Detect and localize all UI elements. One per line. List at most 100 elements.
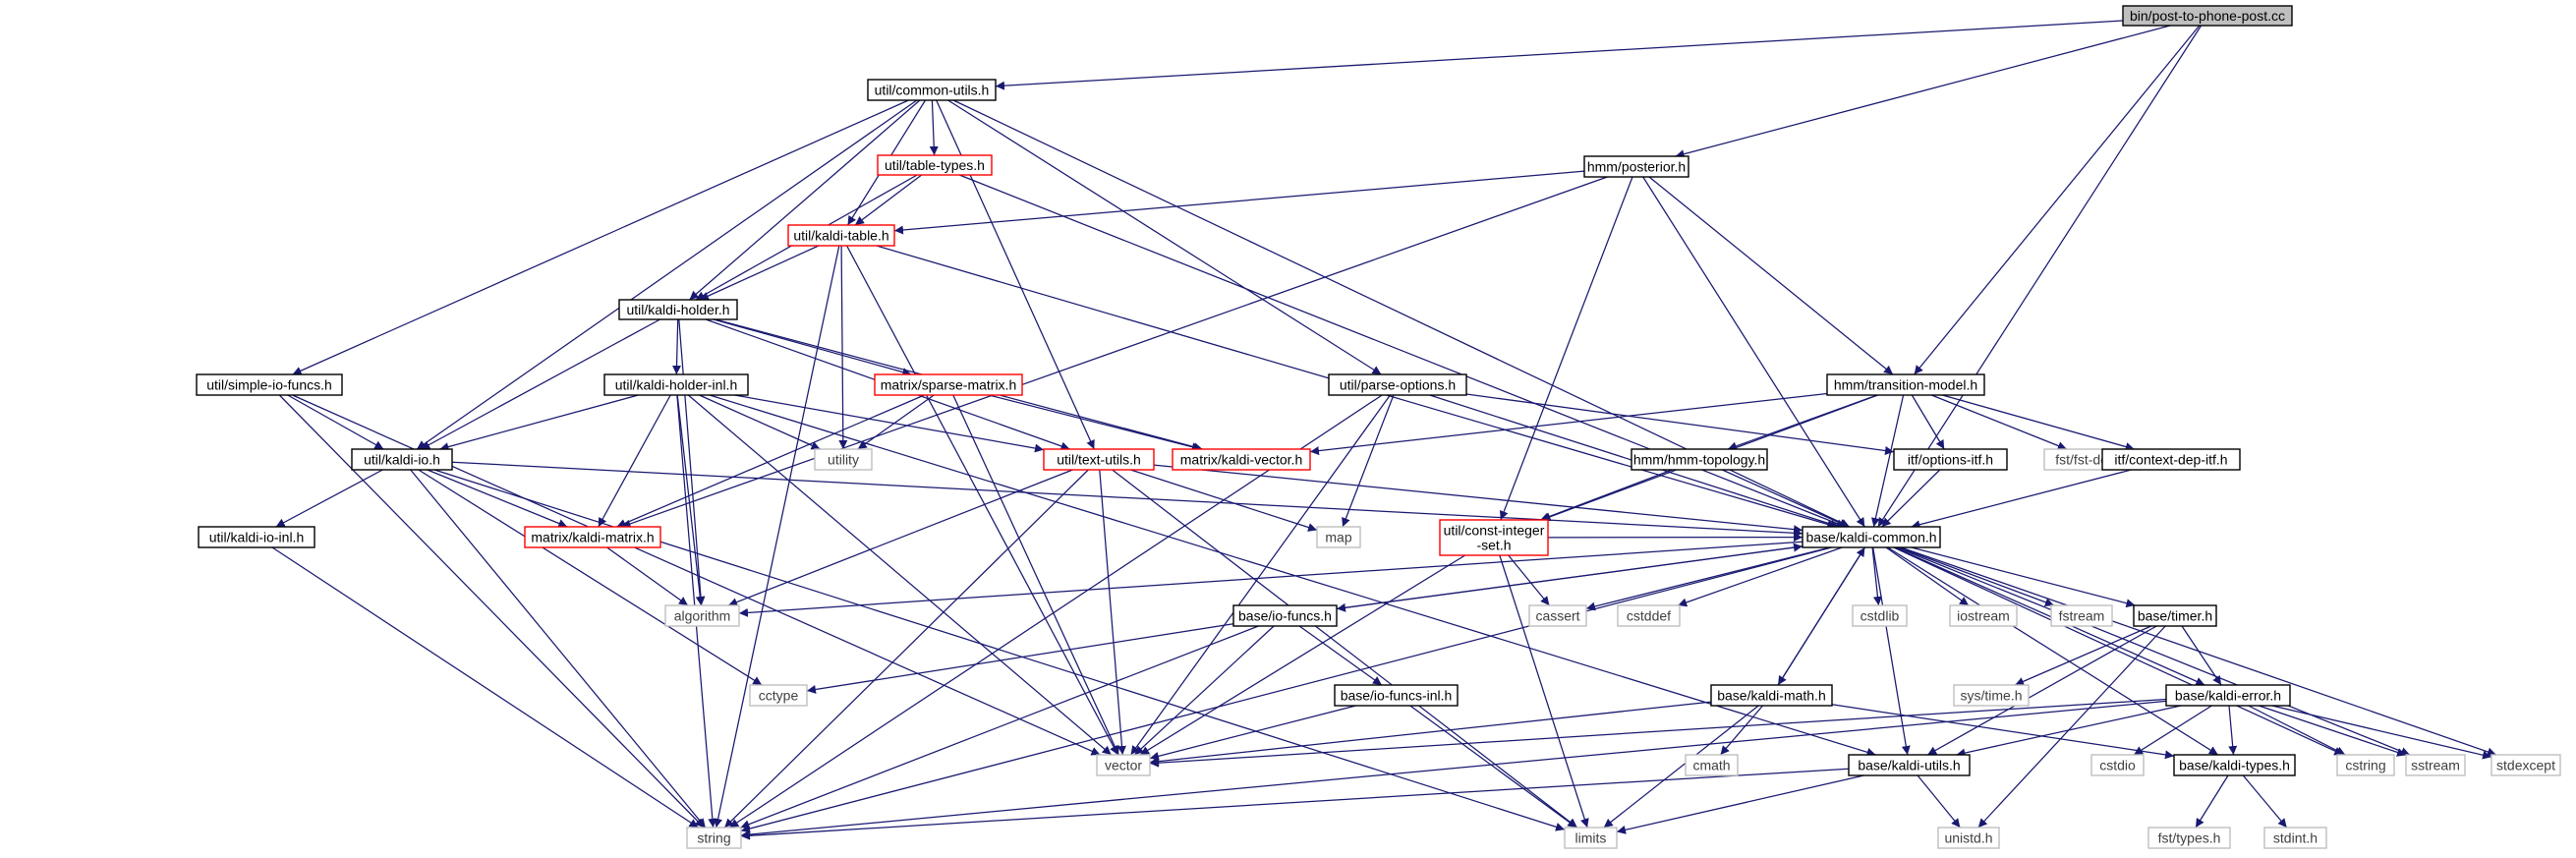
edge-kaldi_holder-to-algorithm (678, 318, 706, 606)
node-cctype: cctype (749, 684, 808, 707)
edge-kaldi_common-to-timer (1911, 546, 2136, 608)
edge-kaldi_holder-to-sparse_matrix (713, 318, 912, 376)
edge-kaldi_error-to-cstring (2248, 705, 2346, 756)
node-root[interactable]: bin/post-to-phone-post.cc (2122, 5, 2293, 27)
node-label: util/table-types.h (885, 157, 985, 173)
node-label: base/kaldi-utils.h (1858, 758, 1960, 773)
node-unistd: unistd.h (1937, 827, 2000, 849)
node-kaldi-table[interactable]: util/kaldi-table.h (787, 224, 895, 247)
edge-root-to-posterior (1675, 25, 2171, 159)
edge-kaldi_common-to-cassert (1585, 546, 1831, 611)
node-const-integer-set[interactable]: util/const-integer-set.h (1439, 519, 1549, 556)
node-kaldi-utils[interactable]: base/kaldi-utils.h (1848, 754, 1971, 776)
node-kaldi-holder-inl[interactable]: util/kaldi-holder-inl.h (603, 373, 749, 396)
node-label: cassert (1535, 608, 1579, 624)
node-kaldi-math[interactable]: base/kaldi-math.h (1710, 684, 1833, 707)
node-cstring: cstring (2336, 754, 2395, 776)
node-box (1564, 827, 1618, 849)
node-io-funcs-inl[interactable]: base/io-funcs-inl.h (1334, 684, 1459, 707)
node-kaldi-common[interactable]: base/kaldi-common.h (1802, 526, 1941, 548)
node-box (2133, 604, 2217, 627)
node-label: hmm/posterior.h (1587, 159, 1686, 175)
edge-kaldi_utils-to-string (740, 768, 1850, 840)
node-label: sys/time.h (1960, 688, 2022, 704)
node-box (2405, 754, 2466, 776)
node-label: cstddef (1627, 608, 1671, 624)
node-io-funcs[interactable]: base/io-funcs.h (1232, 604, 1338, 627)
edge-text_utils-to-algorithm (727, 469, 1073, 606)
node-posterior[interactable]: hmm/posterior.h (1583, 155, 1689, 178)
edge-root-to-kaldi_common (1877, 25, 2203, 528)
node-kaldi-types[interactable]: base/kaldi-types.h (2173, 754, 2296, 776)
node-kaldi-holder[interactable]: util/kaldi-holder.h (618, 299, 738, 320)
edge-const_integer_set-to-vector (1139, 554, 1466, 756)
node-label: hmm/hmm-topology.h (1633, 452, 1765, 468)
node-kaldi-matrix[interactable]: matrix/kaldi-matrix.h (524, 526, 661, 548)
node-simple-io[interactable]: util/simple-io-funcs.h (196, 373, 343, 396)
node-kaldi-vector[interactable]: matrix/kaldi-vector.h (1172, 448, 1311, 471)
node-box (787, 224, 895, 247)
edge-common_utils-to-kaldi_holder (689, 99, 921, 301)
node-box (524, 526, 661, 548)
node-box (2263, 827, 2327, 849)
node-box (2147, 827, 2231, 849)
edge-common_utils-to-table_types (929, 99, 939, 156)
edge-kaldi_error-to-stdexcept (2271, 705, 2492, 760)
edge-kaldi_holder_inl-to-vector (687, 394, 1113, 756)
node-kaldi-error[interactable]: base/kaldi-error.h (2165, 684, 2291, 707)
node-sparse-matrix[interactable]: matrix/sparse-matrix.h (874, 373, 1023, 396)
node-cassert: cassert (1528, 604, 1587, 627)
edge-kaldi_error-to-string (740, 700, 2167, 839)
node-box (603, 373, 749, 396)
edge-kaldi_table-to-vector (846, 245, 1118, 756)
node-hmm-topology[interactable]: hmm/hmm-topology.h (1631, 448, 1768, 471)
node-table-types[interactable]: util/table-types.h (877, 154, 993, 176)
edge-text_utils-to-kaldi_common (1153, 464, 1803, 535)
node-box (1528, 604, 1587, 627)
edge-kaldi_math-to-kaldi_types (1831, 704, 2175, 760)
node-label: vector (1105, 758, 1142, 773)
node-label: util/kaldi-io.h (364, 452, 440, 468)
edge-text_utils-to-vector (1099, 469, 1126, 756)
node-label: cmath (1692, 758, 1730, 773)
node-box (2173, 754, 2296, 776)
node-box (1937, 827, 2000, 849)
node-label: cstring (2345, 758, 2385, 773)
node-kaldi-io[interactable]: util/kaldi-io.h (351, 448, 453, 471)
node-label: util/kaldi-io-inl.h (209, 530, 304, 545)
node-timer[interactable]: base/timer.h (2133, 604, 2217, 627)
node-options-itf[interactable]: itf/options-itf.h (1893, 448, 2008, 471)
node-text-utils[interactable]: util/text-utils.h (1043, 448, 1155, 471)
node-parse-options[interactable]: util/parse-options.h (1328, 373, 1467, 396)
node-label: stdint.h (2273, 830, 2318, 846)
edge-parse_options-to-vector (1130, 394, 1391, 756)
edge-kaldi_error-to-kaldi_types (2228, 705, 2238, 756)
node-label: base/kaldi-error.h (2175, 688, 2281, 704)
edge-sparse_matrix-to-kaldi_matrix (616, 394, 925, 528)
node-stdexcept: stdexcept (2490, 754, 2561, 776)
node-context-dep-itf[interactable]: itf/context-dep-itf.h (2101, 448, 2241, 471)
node-cstdio: cstdio (2090, 754, 2145, 776)
edge-posterior-to-const_integer_set (1499, 176, 1633, 521)
edge-timer-to-kaldi_error (2181, 625, 2222, 686)
node-transition-model[interactable]: hmm/transition-model.h (1826, 373, 1985, 396)
edge-table_types-to-kaldi_table (854, 174, 923, 226)
edge-kaldi_table-to-string (714, 245, 840, 829)
node-box (1583, 155, 1689, 178)
edge-io_funcs-to-kaldi_common (1336, 543, 1803, 610)
edge-kaldi_holder_inl-to-kaldi_utils (709, 394, 1876, 757)
edge-simple_io-to-kaldi_io (287, 394, 384, 450)
edge-sparse_matrix-to-vector (952, 394, 1119, 756)
node-label: util/kaldi-table.h (793, 228, 888, 244)
edge-kaldi_math-to-cmath (1720, 705, 1763, 756)
edge-transition_model-to-kaldi_vector (1309, 392, 1828, 456)
node-label: util/parse-options.h (1340, 377, 1456, 393)
node-label: algorithm (674, 608, 731, 624)
edge-hmm_topology-to-kaldi_common (1722, 469, 1849, 528)
node-common-utils[interactable]: util/common-utils.h (867, 79, 997, 101)
node-kaldi-io-inl[interactable]: util/kaldi-io-inl.h (198, 526, 315, 548)
node-box (877, 154, 993, 176)
edge-io_funcs_inl-to-vector (1149, 705, 1356, 761)
edge-simple_io-to-string (278, 394, 705, 829)
